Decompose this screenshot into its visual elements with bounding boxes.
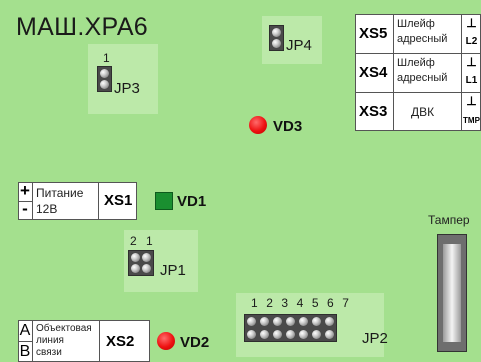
xs4-label: XS4 — [359, 64, 388, 81]
xs2-desc-line2: линия — [36, 335, 64, 346]
xs5-label: XS5 — [359, 25, 388, 42]
vd3-label: VD3 — [273, 118, 303, 135]
jp4-pin-2 — [272, 39, 281, 48]
separator — [32, 320, 33, 362]
vd2-label: VD2 — [180, 334, 210, 351]
jp1-pin — [131, 253, 140, 262]
board-title: МАШ.ХРА6 — [16, 13, 149, 41]
xs2-pin-b-label: B — [19, 343, 31, 360]
separator — [99, 320, 100, 362]
xs3-pin-label: TMP — [463, 116, 480, 125]
xs5-ground-symbol: ⊥ — [466, 16, 477, 30]
jp2-pin — [273, 330, 282, 339]
xs4-pin-label: L1 — [465, 75, 478, 86]
jp2-pin — [312, 317, 321, 326]
xs1-desc-line2: 12В — [36, 202, 58, 216]
jp3-pin-2 — [100, 80, 109, 89]
xs2-desc-line1: Объектовая — [36, 323, 92, 334]
xs1-minus-label: - — [22, 199, 28, 218]
xs2-label: XS2 — [106, 333, 135, 350]
jp2-label: JP2 — [362, 330, 388, 347]
jp4-header[interactable] — [269, 25, 284, 51]
separator — [393, 14, 394, 131]
jp2-pin — [286, 330, 295, 339]
jp3-pin-number: 1 — [103, 51, 110, 65]
jp2-pin — [273, 317, 282, 326]
xs4-ground-symbol: ⊥ — [466, 55, 477, 69]
separator — [355, 92, 481, 93]
separator — [18, 201, 32, 202]
jp4-label: JP4 — [286, 37, 312, 54]
jp1-pin-numbers: 2 1 — [130, 234, 156, 248]
jp2-pin-numbers: 1 2 3 4 5 6 7 — [251, 296, 352, 310]
jp2-pin — [260, 330, 269, 339]
jp2-pin — [247, 330, 256, 339]
xs1-label: XS1 — [104, 192, 133, 209]
tamper-label: Тампер — [428, 213, 470, 227]
jp1-pin — [142, 253, 151, 262]
jp3-label: JP3 — [114, 80, 140, 97]
jp1-pin — [142, 264, 151, 273]
jp2-pin — [299, 317, 308, 326]
connector-block-right — [355, 14, 481, 131]
tamper-switch-plunger[interactable] — [443, 244, 461, 342]
jp3-header[interactable] — [97, 66, 112, 92]
xs5-desc-line2: адресный — [397, 33, 448, 45]
jp4-pin-1 — [272, 28, 281, 37]
vd2-led — [157, 332, 175, 350]
jp3-pin-1 — [100, 69, 109, 78]
xs4-desc-line2: адресный — [397, 72, 448, 84]
xs1-desc-line1: Питание — [36, 186, 84, 200]
separator — [18, 341, 32, 342]
xs5-desc-line1: Шлейф — [397, 18, 435, 30]
vd1-led — [155, 192, 173, 210]
jp1-pin — [131, 264, 140, 273]
jp2-pin — [247, 317, 256, 326]
separator — [98, 182, 99, 220]
xs2-pin-a-label: A — [19, 322, 31, 339]
jp2-pin — [325, 317, 334, 326]
separator — [461, 14, 462, 131]
vd1-label: VD1 — [177, 193, 207, 210]
jp2-pin — [260, 317, 269, 326]
xs1-plus-label: + — [20, 181, 30, 200]
jp1-label: JP1 — [160, 262, 186, 279]
xs3-label: XS3 — [359, 103, 388, 120]
jp1-header[interactable] — [128, 250, 154, 276]
xs2-desc-line3: связи — [36, 347, 62, 358]
vd3-led — [249, 116, 267, 134]
jp2-pin — [312, 330, 321, 339]
jp2-pin — [286, 317, 295, 326]
xs5-pin-label: L2 — [465, 36, 478, 47]
jp2-pin — [325, 330, 334, 339]
xs3-ground-symbol: ⊥ — [466, 94, 477, 108]
separator — [355, 53, 481, 54]
jp2-header[interactable] — [244, 314, 337, 342]
xs1-connector — [18, 182, 137, 220]
separator — [32, 182, 33, 220]
xs4-desc-line1: Шлейф — [397, 57, 435, 69]
jp2-pin — [299, 330, 308, 339]
xs2-connector — [18, 320, 150, 362]
xs3-desc: ДВК — [411, 105, 435, 119]
